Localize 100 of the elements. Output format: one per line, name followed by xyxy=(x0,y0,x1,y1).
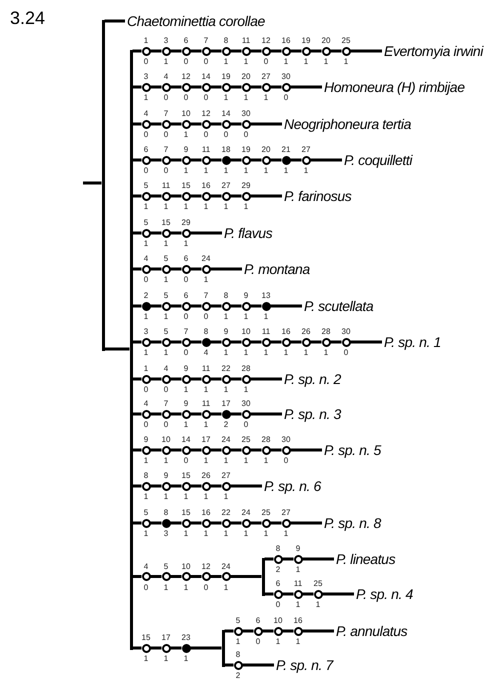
character-state: 1 xyxy=(276,637,280,646)
character-state: 1 xyxy=(144,312,148,321)
open-character-circle xyxy=(234,660,242,670)
character-number: 30 xyxy=(342,327,350,336)
branch-line xyxy=(302,592,314,596)
open-character-circle xyxy=(262,518,270,528)
character-state: 1 xyxy=(204,529,208,538)
open-character-circle xyxy=(254,626,262,636)
character-state: 1 xyxy=(324,57,328,66)
taxon-label: P. annulatus xyxy=(336,623,408,639)
taxon-label: P. lineatus xyxy=(336,551,396,567)
branch-line xyxy=(270,448,282,452)
character-number: 9 xyxy=(144,435,148,444)
character-state: 0 xyxy=(184,348,188,357)
branch-line xyxy=(170,522,182,524)
character-state: 1 xyxy=(264,93,268,102)
character-number: 1 xyxy=(144,36,148,45)
branch-junction-bar xyxy=(222,630,224,666)
character-state: 1 xyxy=(164,57,168,66)
branch-line xyxy=(210,340,222,344)
character-state: 1 xyxy=(284,348,288,357)
taxon-label: P. coquilletti xyxy=(344,152,412,168)
open-character-circle xyxy=(274,626,282,636)
character-state: 1 xyxy=(264,166,268,175)
open-character-circle xyxy=(202,374,210,384)
branch-line xyxy=(270,304,302,308)
branch-line xyxy=(170,304,182,308)
character-number: 24 xyxy=(222,435,230,444)
branch-line xyxy=(210,575,222,578)
character-number: 6 xyxy=(276,579,280,588)
character-number: 12 xyxy=(182,72,190,81)
branch-line xyxy=(242,664,274,666)
branch-line xyxy=(230,194,242,198)
open-character-circle xyxy=(182,46,190,56)
open-character-circle xyxy=(162,572,170,581)
open-character-circle xyxy=(234,626,242,636)
open-character-circle xyxy=(282,338,290,346)
open-character-circle xyxy=(242,410,250,418)
character-number: 15 xyxy=(182,181,190,190)
character-state: 1 xyxy=(224,582,228,592)
filled-character-dot xyxy=(222,156,230,164)
character-number: 25 xyxy=(342,36,350,45)
branch-line xyxy=(250,304,262,308)
open-character-circle xyxy=(274,554,282,564)
taxon-label: P. scutellata xyxy=(304,298,374,314)
character-state: 1 xyxy=(296,637,300,646)
character-state: 1 xyxy=(204,492,208,501)
character-state: 1 xyxy=(264,529,268,538)
character-number: 29 xyxy=(182,218,190,227)
branch-line xyxy=(190,484,202,488)
character-number: 9 xyxy=(184,399,188,408)
character-number: 6 xyxy=(144,145,148,154)
character-number: 27 xyxy=(282,508,290,517)
filled-character-dot xyxy=(262,302,270,310)
open-character-circle xyxy=(222,338,230,346)
character-state: 0 xyxy=(204,93,208,102)
branch-line xyxy=(310,340,322,344)
character-state: 0 xyxy=(144,582,148,592)
character-state: 1 xyxy=(224,456,228,465)
open-character-circle xyxy=(202,192,210,200)
branch-line xyxy=(132,232,142,234)
character-number: 8 xyxy=(144,471,148,480)
branch-line xyxy=(330,50,342,52)
open-character-circle xyxy=(162,374,170,384)
character-state: 0 xyxy=(164,385,168,394)
open-character-circle xyxy=(162,192,170,200)
branch-line xyxy=(230,575,262,578)
character-number: 8 xyxy=(276,544,280,553)
character-state: 1 xyxy=(244,93,248,102)
character-number: 9 xyxy=(184,364,188,373)
open-character-circle xyxy=(202,410,210,418)
character-state: 0 xyxy=(144,57,148,66)
branch-line xyxy=(170,412,182,416)
character-state: 1 xyxy=(184,239,188,248)
open-character-circle xyxy=(182,120,190,128)
open-character-circle xyxy=(314,590,322,598)
branch-line xyxy=(132,86,142,88)
character-number: 12 xyxy=(202,562,210,570)
branch-line xyxy=(190,522,202,524)
taxon-label: P. montana xyxy=(244,261,310,277)
branch-line xyxy=(150,378,162,380)
character-state: 0 xyxy=(184,456,188,465)
character-number: 4 xyxy=(144,109,148,118)
character-state: 1 xyxy=(144,202,148,211)
branch-line xyxy=(310,158,342,162)
open-character-circle xyxy=(242,192,250,200)
branch-line xyxy=(242,630,254,632)
character-number: 3 xyxy=(144,327,148,336)
open-character-circle xyxy=(182,482,190,490)
character-state: 0 xyxy=(164,93,168,102)
character-state: 0 xyxy=(164,420,168,429)
open-character-circle xyxy=(242,156,250,164)
character-number: 16 xyxy=(294,616,302,625)
branch-line xyxy=(150,340,162,344)
open-character-circle xyxy=(182,518,190,528)
open-character-circle xyxy=(182,156,190,164)
open-character-circle xyxy=(302,338,310,346)
taxon-label: Homoneura (H) rimbijae xyxy=(324,79,465,95)
open-character-circle xyxy=(322,46,330,56)
branch-line xyxy=(302,558,334,560)
